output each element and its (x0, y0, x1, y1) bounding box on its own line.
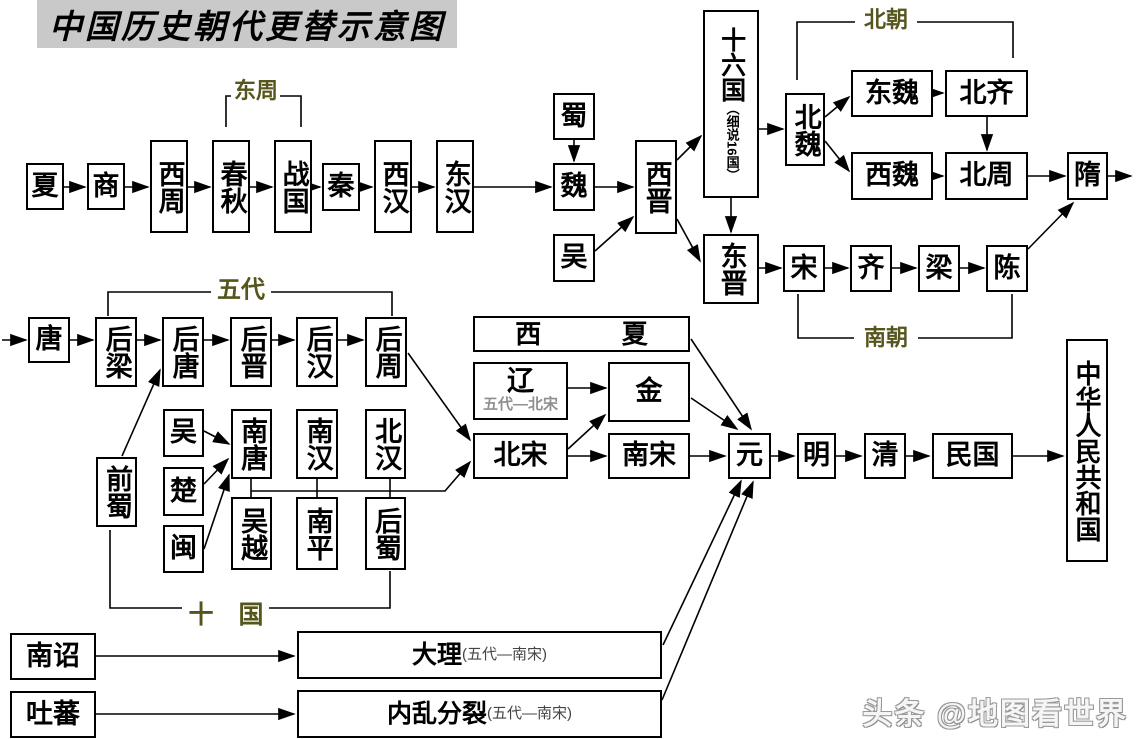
box-wu2: 吴 (163, 409, 204, 457)
box-dali: 大理(五代—南宋) (297, 631, 662, 679)
box-ming: 明 (797, 433, 836, 479)
box-xizhou: 西周 (150, 140, 188, 233)
group-label-dongzhou: 东周 (233, 78, 279, 104)
box-tang: 唐 (28, 317, 70, 363)
box-nanqi: 齐 (850, 245, 892, 292)
page-title: 中国历史朝代更替示意图 (37, 0, 457, 48)
box-houzhou: 后周 (365, 317, 407, 387)
box-wei: 魏 (553, 163, 595, 211)
box-shu: 蜀 (553, 93, 595, 140)
box-beiqi: 北齐 (945, 70, 1028, 117)
box-chunqiu: 春秋 (212, 140, 250, 233)
group-label-shiguo: 十 国 (188, 600, 264, 629)
box-liao: 辽五代—北宋 (473, 362, 568, 420)
box-shiliuguo: 十六国（细说16国） (703, 10, 759, 198)
box-liusong: 宋 (783, 245, 825, 292)
box-nanchen: 陈 (986, 245, 1028, 292)
box-minguo: 民国 (932, 433, 1013, 479)
box-nanping: 南平 (296, 497, 338, 570)
box-shang: 商 (87, 163, 125, 210)
box-wu: 吴 (553, 234, 595, 282)
box-sui: 隋 (1067, 152, 1108, 200)
box-min: 闽 (163, 525, 204, 573)
box-xixia: 西夏 (473, 316, 690, 352)
box-qing: 清 (864, 433, 906, 479)
group-label-beichao: 北朝 (863, 7, 909, 33)
box-beiwei: 北魏 (785, 93, 825, 166)
box-houjin: 后晋 (230, 317, 272, 387)
box-yuan: 元 (728, 433, 771, 479)
box-houliang: 后梁 (95, 317, 137, 387)
box-nantang: 南唐 (231, 409, 272, 479)
box-beisong: 北宋 (473, 433, 568, 479)
box-nanliang: 梁 (918, 245, 960, 292)
box-wuyue: 吴越 (231, 497, 272, 570)
box-zhanguo: 战国 (274, 140, 312, 233)
box-prc: 中华人民共和国 (1066, 339, 1108, 562)
box-beihan: 北汉 (365, 409, 406, 479)
box-chu: 楚 (163, 467, 204, 516)
box-houshu: 后蜀 (365, 497, 406, 570)
box-neiluan: 内乱分裂(五代—南宋) (297, 690, 662, 738)
box-dongjin: 东晋 (703, 234, 759, 304)
box-qin: 秦 (322, 163, 360, 211)
box-tubo: 吐蕃 (10, 691, 96, 738)
box-qianshu: 前蜀 (96, 457, 137, 527)
box-xijin: 西晋 (635, 140, 677, 234)
box-houhan: 后汉 (296, 317, 338, 387)
box-dongwei: 东魏 (851, 70, 933, 117)
group-label-nanchao: 南朝 (863, 325, 909, 351)
watermark: 头条 @地图看世界 (862, 698, 1128, 731)
box-xia: 夏 (26, 163, 64, 210)
box-beizhou: 北周 (945, 152, 1028, 200)
box-xiwei: 西魏 (851, 152, 933, 200)
box-nanhan: 南汉 (296, 409, 338, 479)
box-nansong: 南宋 (608, 433, 690, 479)
box-xihan: 西汉 (374, 140, 412, 233)
box-houtang: 后唐 (162, 317, 204, 387)
group-label-wudai: 五代 (217, 274, 265, 304)
box-jinchao: 金 (608, 362, 690, 422)
box-donghan: 东汉 (436, 140, 474, 233)
box-nanzhao: 南诏 (10, 633, 96, 680)
